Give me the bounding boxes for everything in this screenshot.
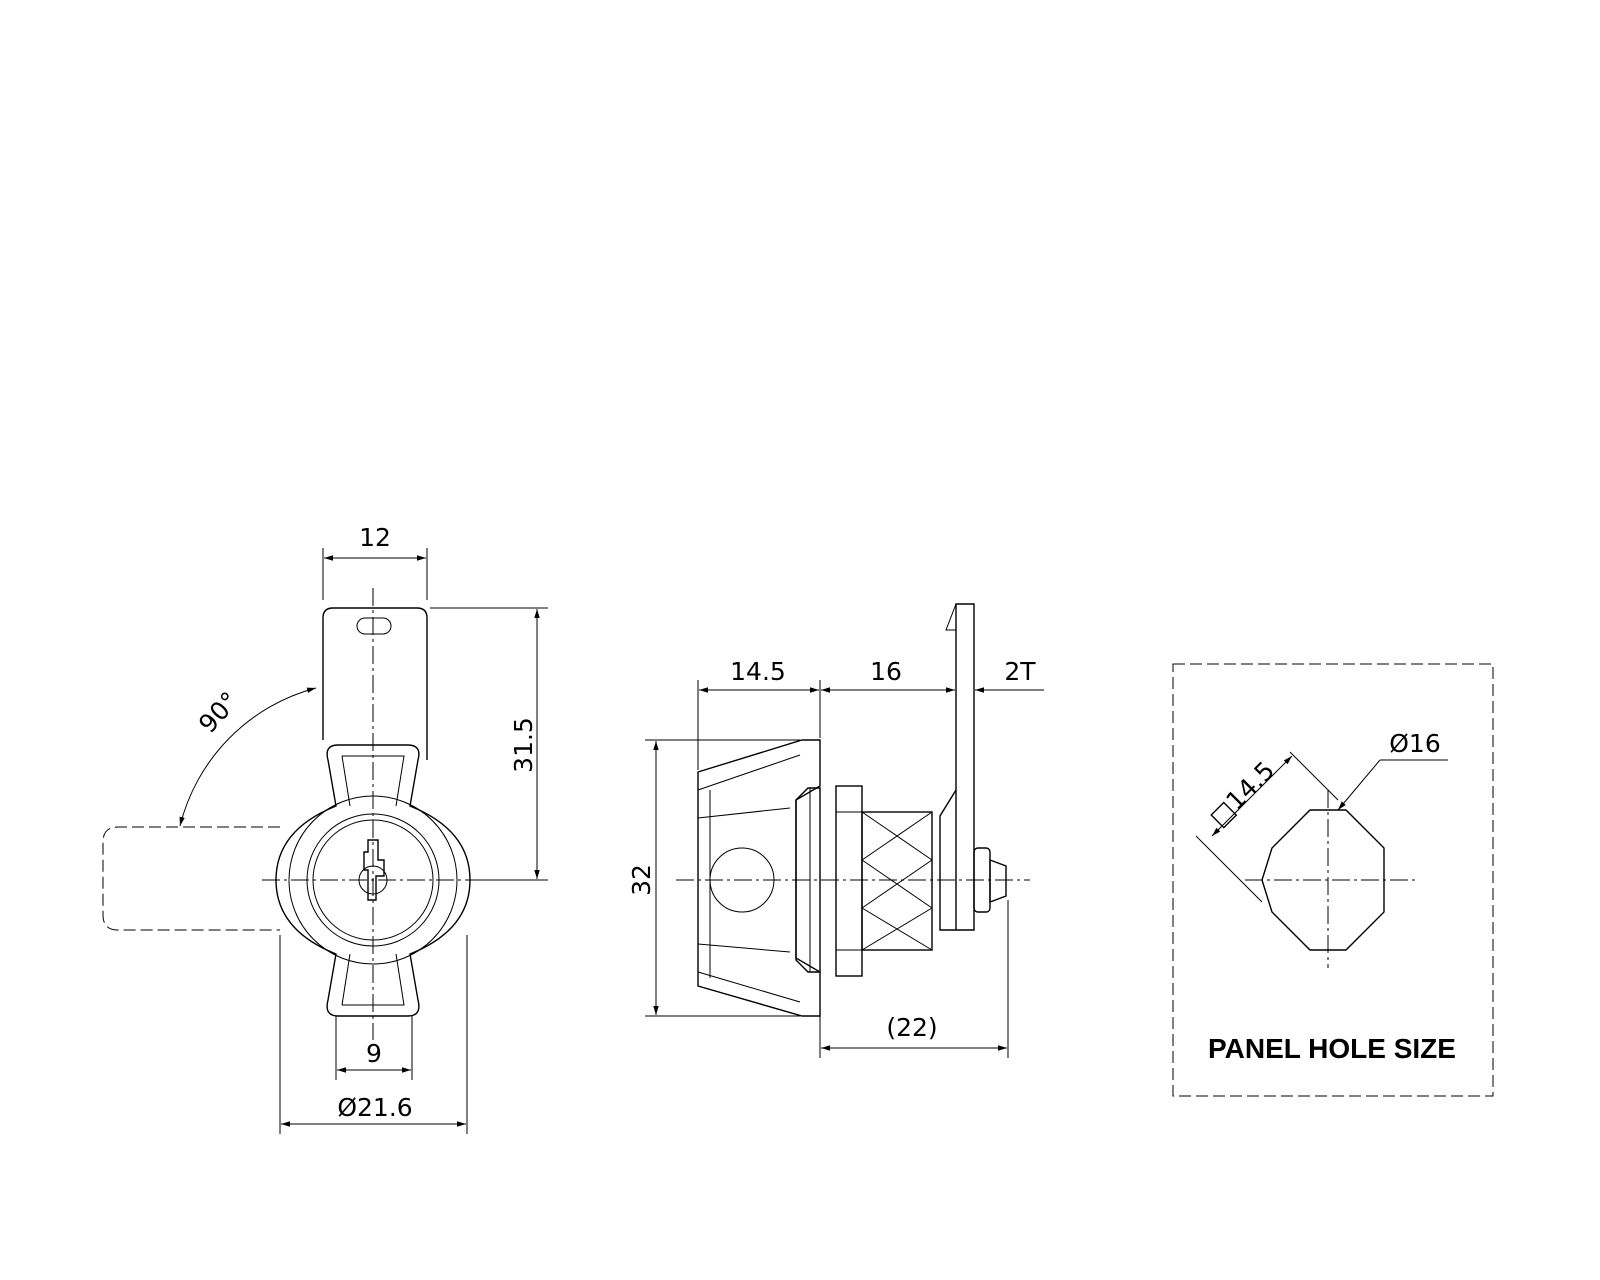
panel-hole-frame [1172,663,1494,1097]
dim-overall-length: (22) [886,1013,937,1042]
dim-diameter: Ø21.6 [337,1093,412,1122]
dim-body-diameter: 32 [627,864,656,896]
dim-height-right: 31.5 [509,717,538,773]
dim-width-bottom: 9 [366,1039,382,1068]
dim-hole-diameter: Ø16 [1389,729,1441,758]
dim-shaft-length: 16 [870,657,902,686]
dim-square-size: □14.5 [1204,756,1281,833]
side-view: 14.5 16 2T 32 (22) [627,603,1044,1058]
dim-body-length: 14.5 [730,657,786,686]
dim-cam-thickness: 2T [1004,657,1036,686]
front-view: 12 31.5 90° 9 Ø21.6 [102,523,548,1134]
panel-hole-title: PANEL HOLE SIZE [1208,1033,1456,1064]
panel-hole-view: □14.5 Ø16 PANEL HOLE SIZE [1172,663,1494,1097]
dim-width-top: 12 [359,523,391,552]
